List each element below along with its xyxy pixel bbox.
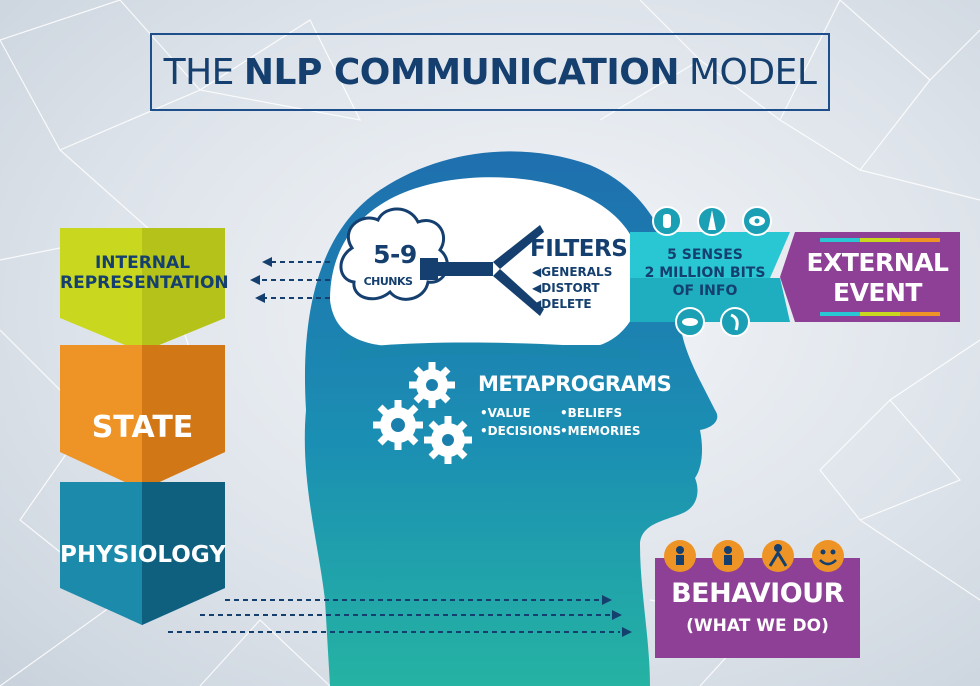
senses-line2: 2 MILLION BITS	[644, 265, 766, 281]
internal-representation-label: INTERNAL REPRESENTATION	[60, 253, 229, 293]
behaviour-subtitle: (WHAT WE DO)	[686, 616, 829, 636]
arrowheads-left	[250, 257, 272, 303]
arrows-to-behaviour	[168, 599, 620, 633]
metaprogram-memories: •MEMORIES	[560, 424, 641, 438]
metaprogram-value: •VALUE	[480, 406, 531, 420]
behaviour-title: BEHAVIOUR	[671, 578, 844, 609]
title-bold: NLP COMMUNICATION	[243, 51, 680, 93]
metaprograms-list: •VALUE •BELIEFS •DECISIONS •MEMORIES	[480, 404, 641, 440]
gears-icon	[373, 362, 472, 464]
filter-delete: ◀DELETE	[532, 297, 592, 311]
state-label: STATE	[91, 410, 194, 445]
filter-funnel	[420, 225, 544, 316]
senses-label: 5 SENSES 2 MILLION BITS OF INFO	[630, 246, 780, 300]
arrowheads-right	[602, 595, 632, 637]
filters-title: FILTERS	[530, 236, 628, 262]
chunks-label: CHUNKS	[363, 275, 413, 288]
senses-line3: OF INFO	[672, 283, 738, 299]
title-suffix: MODEL	[688, 51, 817, 93]
chunks-number: 5-9	[373, 240, 417, 269]
physiology-label: PHYSIOLOGY	[60, 542, 226, 568]
metaprogram-decisions: •DECISIONS	[480, 424, 562, 438]
metaprograms-title: METAPROGRAMS	[478, 372, 672, 396]
internal-line2: REPRESENTATION	[60, 273, 229, 293]
filter-distort: ◀DISTORT	[532, 281, 600, 295]
senses-line1: 5 SENSES	[667, 247, 743, 263]
arrows-to-internal	[260, 261, 330, 299]
external-line2: EVENT	[833, 278, 922, 307]
title-prefix: THE	[163, 51, 235, 93]
behaviour-icons	[664, 540, 844, 572]
behaviour-box	[655, 558, 860, 658]
ear-icon	[720, 307, 750, 337]
internal-line1: INTERNAL	[94, 253, 191, 273]
external-event-banner	[780, 232, 960, 322]
external-event-label: EXTERNAL EVENT	[795, 248, 960, 308]
metaprogram-beliefs: •BELIEFS	[560, 406, 623, 420]
external-line1: EXTERNAL	[806, 248, 949, 277]
external-event-stripes	[820, 238, 940, 316]
title-box: THE NLP COMMUNICATION MODEL	[150, 33, 830, 111]
filters-list: ◀GENERALS ◀DISTORT ◀DELETE	[532, 264, 612, 312]
brain-divider	[340, 342, 640, 362]
filter-generals: ◀GENERALS	[532, 265, 613, 279]
